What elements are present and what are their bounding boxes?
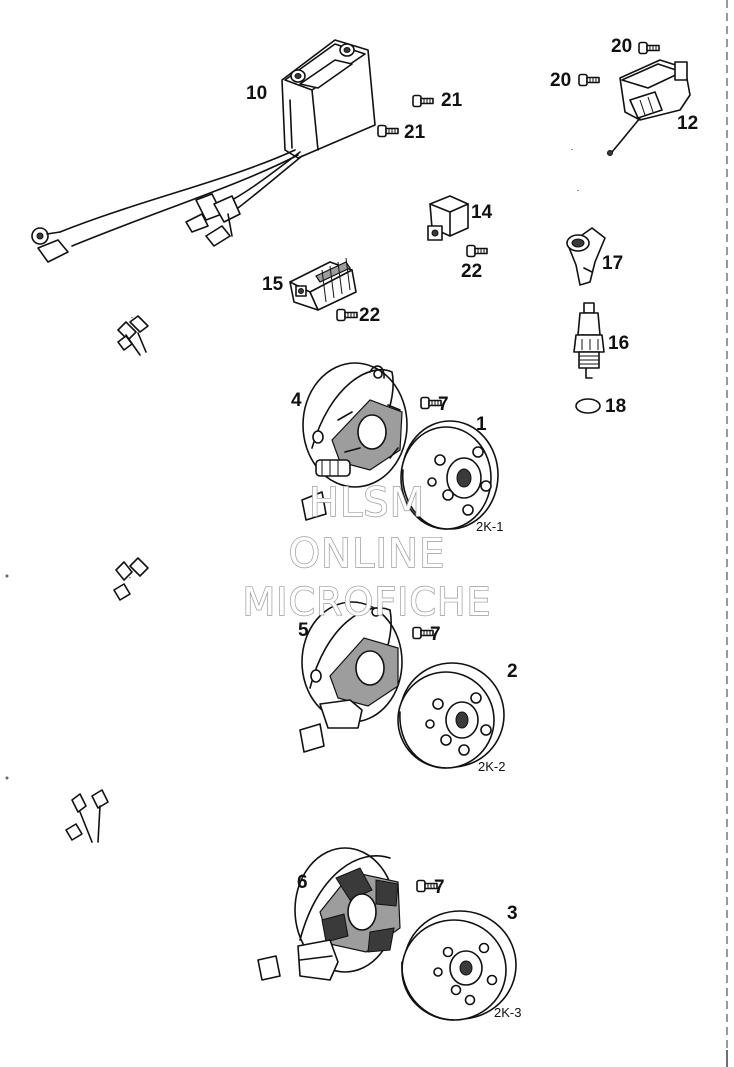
part-label-5: 5 — [298, 620, 309, 641]
kit-label-2k-2: 2K-2 — [478, 759, 506, 774]
part-label-16: 16 — [608, 333, 630, 354]
o-ring-part — [575, 398, 601, 414]
part-label-17: 17 — [602, 253, 624, 274]
part-label-3: 3 — [507, 903, 518, 924]
kit-label-2k-1: 2K-1 — [476, 519, 504, 534]
part-label-12: 12 — [677, 113, 699, 134]
margin-dot — [5, 574, 9, 578]
stator-assembly-5 — [113, 557, 403, 754]
part-label-6: 6 — [297, 872, 308, 893]
watermark-line-1: HLSM — [308, 480, 426, 526]
stator-assembly-6 — [65, 789, 401, 989]
rotor-flywheel-1 — [400, 420, 499, 530]
part-label-14: 14 — [471, 202, 493, 223]
ignition-coil-part — [569, 59, 691, 191]
part-label-22-b: 22 — [359, 305, 381, 326]
kit-label-2k-3: 2K-3 — [494, 1005, 522, 1020]
part-label-4: 4 — [291, 390, 302, 411]
part-label-7-c: 7 — [434, 877, 445, 898]
bolt-part-20-a — [638, 41, 660, 55]
spark-plug-part — [573, 302, 605, 379]
bolt-part-21-b — [377, 124, 399, 138]
part-label-15: 15 — [262, 274, 284, 295]
part-label-21-b: 21 — [404, 122, 426, 143]
bolt-part-21-a — [412, 94, 434, 108]
part-label-20-b: 20 — [550, 70, 572, 91]
rotor-flywheel-2 — [397, 662, 505, 769]
part-label-7-b: 7 — [430, 624, 441, 645]
watermark-line-2: ONLINE — [288, 531, 446, 577]
cdi-unit-part — [31, 39, 376, 263]
stator-assembly-4 — [117, 315, 408, 521]
margin-dot — [5, 776, 9, 780]
part-label-7-a: 7 — [438, 394, 449, 415]
part-label-21-a: 21 — [441, 90, 463, 111]
part-label-22-a: 22 — [461, 261, 483, 282]
spark-plug-cap-part — [566, 227, 606, 286]
watermark-line-3: MICROFICHE — [242, 580, 492, 624]
part-label-10: 10 — [246, 83, 268, 104]
part-label-2: 2 — [507, 661, 518, 682]
bolt-part-22-b — [336, 308, 358, 322]
part-label-20-a: 20 — [611, 36, 633, 57]
rotor-flywheel-3 — [401, 910, 517, 1021]
part-label-1: 1 — [476, 414, 487, 435]
bolt-part-22-a — [466, 244, 488, 258]
bracket-part-14 — [427, 195, 469, 241]
part-label-18: 18 — [605, 396, 627, 417]
regulator-part — [289, 257, 357, 311]
bolt-part-20-b — [578, 73, 600, 87]
